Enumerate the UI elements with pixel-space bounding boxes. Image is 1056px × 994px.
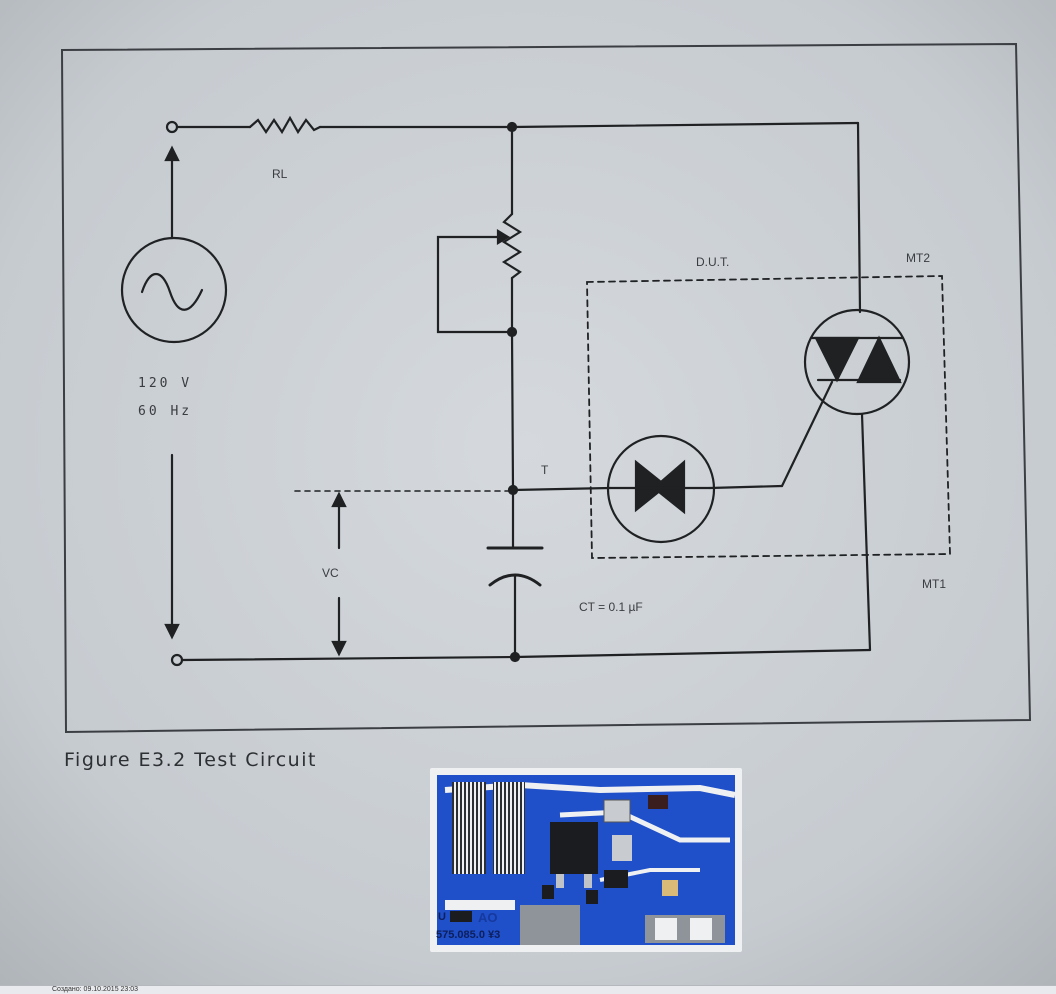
pcb-marking-box [450,911,472,922]
pcb-pad-left [452,782,486,874]
resistor-rl [248,115,322,135]
label-rl: RL [272,167,288,181]
label-mt1: MT1 [922,577,946,591]
label-source-frequency: 60 Hz [138,404,192,419]
figure-caption: Figure E3.2 Test Circuit [64,749,317,771]
label-mt2: MT2 [906,251,930,265]
junction-dot [509,651,521,663]
circuit-schematic [120,115,951,667]
dut-box [586,275,951,559]
triac [803,308,911,416]
wiper-arrow [496,229,511,245]
diac-triangle-left [634,459,668,513]
sine-wave [140,272,204,311]
pcb-pad-right [493,782,525,874]
pcb-chip [550,822,598,874]
figure-frame [60,42,1032,734]
pcb-marking-u: U [438,911,446,923]
label-capacitor-value: CT = 0.1 µF [579,600,643,614]
source-arrow-down [164,623,180,640]
vc-arrow-up [331,491,347,508]
label-source-voltage: 120 V [138,376,192,391]
junction-dot [506,121,518,133]
junction-dot [506,326,518,338]
potentiometer [501,212,523,280]
pcb-part-number: 575.085.0 ¥3 [436,929,500,941]
label-dut: D.U.T. [696,255,729,269]
footer-strip [0,985,1056,994]
diac [606,434,716,544]
pcb-marking-ao: AO [478,910,498,925]
footer-timestamp: Создано: 09.10.2015 23:03 [52,986,139,993]
vc-arrow-down [331,640,347,657]
junction-dot [507,484,519,496]
ac-source [120,236,228,344]
label-vc: VC [322,566,339,580]
source-arrow-up [164,145,180,162]
label-trigger-node: T [541,463,549,477]
triac-triangle-right [856,335,902,384]
pcb-board [430,768,742,952]
